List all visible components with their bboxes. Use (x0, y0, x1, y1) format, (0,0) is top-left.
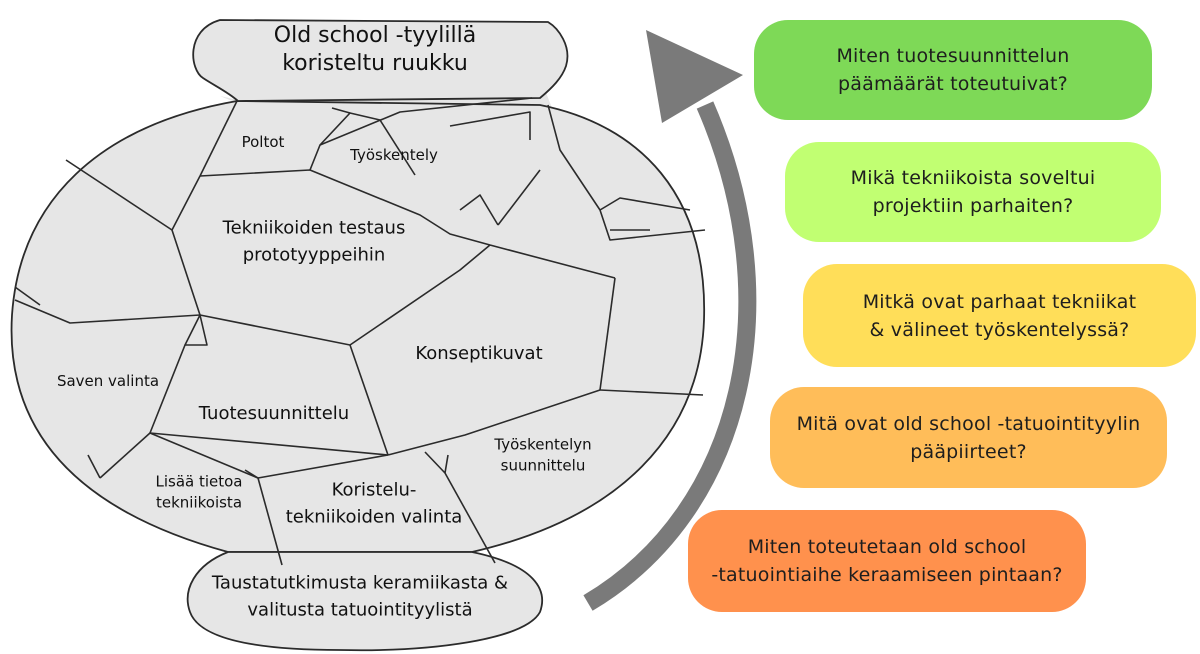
cell-poltot: Poltot (242, 133, 285, 151)
pot-shape (10, 19, 705, 652)
cell-tuotesuunnittelu: Tuotesuunnittelu (198, 403, 349, 424)
cell-tyoskentely: Työskentely (349, 146, 438, 164)
progress-arrow-head (646, 30, 743, 123)
label-line: koristeltu ruukku (282, 51, 468, 76)
pot-top-label: Old school -tyylillä koristeltu ruukku (274, 23, 476, 76)
cell-koristelu: Koristelu-tekniikoiden valinta (286, 480, 463, 528)
label-line: valitusta tatuointityylistä (247, 600, 472, 621)
cell-lisaa-tietoa: Lisää tietoa tekniikoista (155, 472, 242, 511)
label-line: Poltot (242, 133, 285, 151)
progress-arrow-shaft (583, 101, 757, 611)
label-line: Taustatutkimusta keramiikasta & (211, 573, 508, 594)
label-line: tekniikoista (156, 493, 242, 511)
label-line: Työskentelyn (493, 435, 591, 453)
cell-saven-valinta: Saven valinta (57, 372, 159, 390)
question-box: Miten tuotesuunnittelun päämäärät toteut… (754, 20, 1152, 120)
pot-labels: Old school -tyylillä koristeltu ruukku Po… (57, 23, 592, 621)
label-line: Lisää tietoa (155, 472, 242, 490)
label-line: suunnittelu (501, 456, 586, 474)
label-line: prototyyppeihin (243, 245, 386, 266)
question-box: Mitä ovat old school -tatuointityylin pä… (770, 387, 1167, 488)
label-line: Old school -tyylillä (274, 23, 476, 48)
label-line: Saven valinta (57, 372, 159, 390)
question-box: Mikä tekniikoista soveltui projektiin pa… (785, 142, 1161, 242)
label-line: Tuotesuunnittelu (198, 403, 349, 424)
label-line: Tekniikoiden testaus (222, 218, 406, 239)
cell-tyoskentelyn-suunnittelu: Työskentelyn suunnittelu (493, 435, 591, 474)
pot-base-label: Taustatutkimusta keramiikasta & valitusta… (211, 573, 508, 621)
label-line: Koristelu- (332, 480, 417, 501)
pot-base (186, 551, 544, 652)
label-line: tekniikoiden valinta (286, 507, 463, 528)
question-box: Miten toteutetaan old school -tatuointia… (688, 510, 1086, 612)
label-line: Työskentely (349, 146, 438, 164)
pot-rim (192, 19, 569, 102)
question-box: Mitkä ovat parhaat tekniikat & välineet … (803, 264, 1196, 367)
cell-konseptikuvat: Konseptikuvat (415, 343, 542, 364)
label-line: Konseptikuvat (415, 343, 542, 364)
cell-testaus: Tekniikoiden testaus prototyyppeihin (222, 218, 406, 266)
pot-cracks (14, 97, 706, 566)
